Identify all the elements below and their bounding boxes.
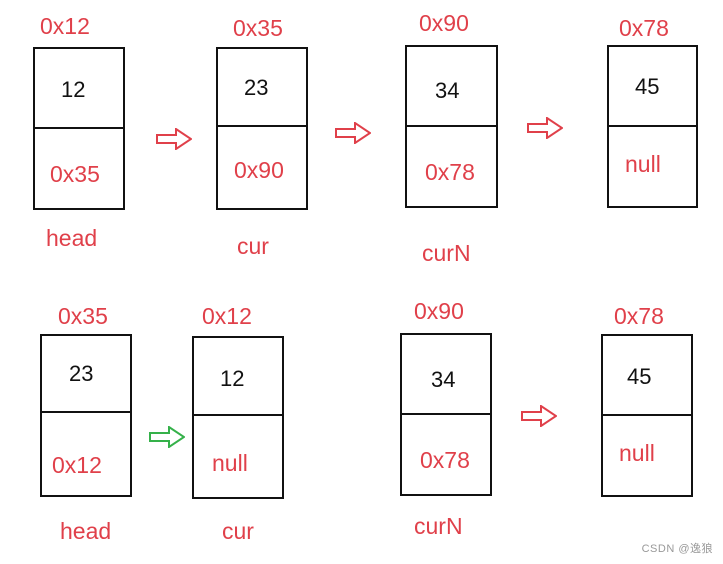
node-value: 23 xyxy=(69,361,94,386)
node-address-label: 0x90 xyxy=(419,10,469,36)
node-next-address: 0x78 xyxy=(420,447,470,473)
node-value: 34 xyxy=(431,367,456,392)
node-divider xyxy=(603,414,691,416)
node-divider xyxy=(35,127,123,129)
node-next-address: 0x12 xyxy=(52,452,102,478)
node-value: 45 xyxy=(627,364,652,389)
next-arrow-icon xyxy=(521,405,557,427)
node-divider xyxy=(407,125,496,127)
node-address-label: 0x12 xyxy=(202,303,252,329)
node-divider xyxy=(218,125,306,127)
list-node: 12 null xyxy=(192,336,284,499)
node-next-address: 0x35 xyxy=(50,161,100,187)
node-value: 23 xyxy=(244,75,269,100)
next-arrow-icon xyxy=(335,122,371,144)
node-value: 12 xyxy=(61,77,86,102)
node-address-label: 0x12 xyxy=(40,13,90,39)
node-divider xyxy=(42,411,130,413)
node-address-label: 0x78 xyxy=(619,15,669,41)
list-node: 45 null xyxy=(607,45,698,208)
node-address-label: 0x90 xyxy=(414,298,464,324)
list-node: 23 0x12 xyxy=(40,334,132,497)
node-address-label: 0x78 xyxy=(614,303,664,329)
node-value: 34 xyxy=(435,78,460,103)
watermark: CSDN @逸狼 xyxy=(641,543,713,555)
node-next-address: null xyxy=(212,450,248,476)
node-divider xyxy=(402,413,490,415)
node-address-label: 0x35 xyxy=(58,303,108,329)
pointer-cur: cur xyxy=(222,518,254,544)
node-value: 45 xyxy=(635,74,660,99)
pointer-cur: cur xyxy=(237,233,269,259)
pointer-head: head xyxy=(60,518,112,544)
pointer-head: head xyxy=(46,225,98,251)
list-node: 34 0x78 xyxy=(400,333,492,496)
node-divider xyxy=(194,414,282,416)
node-next-address: null xyxy=(619,440,655,466)
node-next-address: 0x90 xyxy=(234,157,284,183)
list-node: 45 null xyxy=(601,334,693,497)
node-divider xyxy=(609,125,696,127)
list-node: 23 0x90 xyxy=(216,47,308,210)
list-node: 12 0x35 xyxy=(33,47,125,210)
next-arrow-icon xyxy=(156,128,192,150)
pointer-curN: curN xyxy=(422,240,471,266)
node-value: 12 xyxy=(220,366,245,391)
node-next-address: 0x78 xyxy=(425,159,475,185)
node-next-address: null xyxy=(625,151,661,177)
node-address-label: 0x35 xyxy=(233,15,283,41)
list-node: 34 0x78 xyxy=(405,45,498,208)
pointer-curN: curN xyxy=(414,513,463,539)
next-arrow-icon xyxy=(149,426,185,448)
next-arrow-icon xyxy=(527,117,563,139)
